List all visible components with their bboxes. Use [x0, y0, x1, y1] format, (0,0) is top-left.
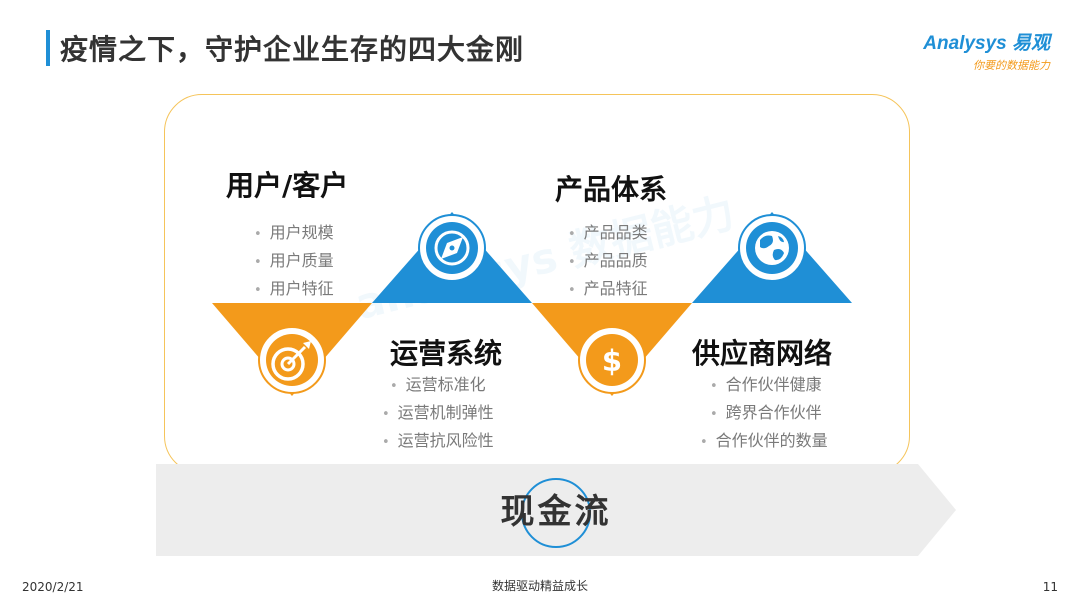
heading-users-customers: 用户/客户 — [226, 169, 349, 202]
footer-center-text: 数据驱动精益成长 — [491, 579, 588, 593]
bullet-item: 跨界合作伙伴 — [700, 400, 828, 428]
bullet-item: 运营抗风险性 — [382, 428, 494, 456]
bullet-item: 产品品质 — [568, 248, 648, 276]
bullet-item: 用户规模 — [254, 220, 334, 248]
bullets-supplier-network: 合作伙伴健康 跨界合作伙伴 合作伙伴的数量 — [700, 372, 828, 456]
bullets-operations: 运营标准化 运营机制弹性 运营抗风险性 — [382, 372, 494, 456]
svg-text:$: $ — [602, 344, 622, 378]
bullet-item: 运营机制弹性 — [382, 400, 494, 428]
bullet-item: 合作伙伴健康 — [700, 372, 828, 400]
heading-operations: 运营系统 — [390, 337, 503, 370]
page-title: 疫情之下，守护企业生存的四大金刚 — [60, 33, 525, 66]
bullet-item: 用户特征 — [254, 276, 334, 304]
bullet-item: 用户质量 — [254, 248, 334, 276]
heading-supplier-network: 供应商网络 — [692, 337, 833, 370]
bullets-product-system: 产品品类 产品品质 产品特征 — [568, 220, 648, 304]
compass-icon — [418, 214, 486, 282]
heading-product-system: 产品体系 — [555, 173, 668, 206]
page-number: 11 — [1042, 580, 1058, 594]
title-accent-bar — [46, 30, 50, 66]
cash-flow-label: 现金流 — [500, 492, 612, 532]
cash-flow-circle — [521, 478, 591, 548]
analysys-logo: Analysys 易观 你要的数据能力 — [923, 28, 1050, 73]
bullet-item: 合作伙伴的数量 — [700, 428, 828, 456]
footer-date: 2020/2/21 — [22, 580, 84, 594]
target-icon — [258, 326, 326, 394]
bullet-item: 产品品类 — [568, 220, 648, 248]
bullet-item: 产品特征 — [568, 276, 648, 304]
bullets-users-customers: 用户规模 用户质量 用户特征 — [254, 220, 334, 304]
bullet-item: 运营标准化 — [382, 372, 494, 400]
logo-tagline: 你要的数据能力 — [973, 59, 1050, 72]
cash-flow-arrow — [156, 464, 956, 556]
globe-icon — [738, 214, 806, 282]
logo-brand: Analysys 易观 — [923, 33, 1050, 54]
dollar-icon: $ — [578, 326, 646, 394]
